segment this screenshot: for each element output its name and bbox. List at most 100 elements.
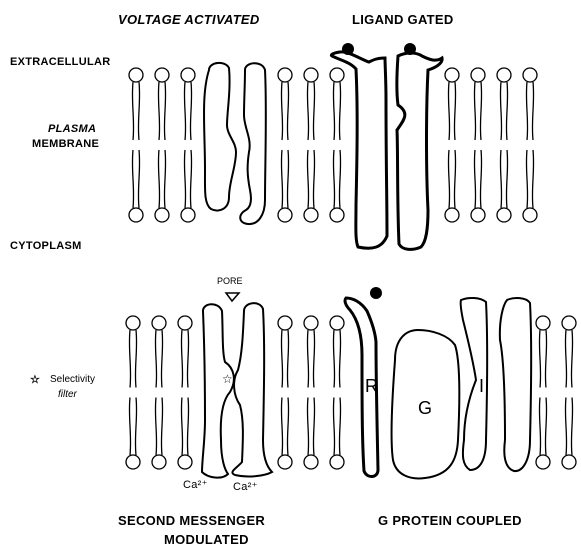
lipid-tail — [526, 82, 527, 140]
lipid-tail — [287, 150, 288, 208]
second-messenger-channel-subunit-right — [232, 303, 272, 476]
lipid-tail — [190, 150, 191, 208]
lipid-tail — [474, 150, 475, 208]
lipid-tail — [333, 330, 334, 388]
lipid-head — [278, 455, 292, 469]
lipid-tail — [339, 82, 340, 140]
lipid-tail — [138, 82, 139, 140]
lipid-tail — [500, 82, 501, 140]
lipid-head — [523, 208, 537, 222]
lipid-tail — [287, 330, 288, 388]
lipid-tail — [506, 150, 507, 208]
lipid-tail — [333, 398, 334, 456]
lipid-tail — [181, 398, 182, 456]
lipid-tail — [571, 330, 572, 388]
effector-protein-right — [500, 298, 531, 471]
lipid-tail — [333, 82, 334, 140]
lipid-tail — [281, 398, 282, 456]
title-second-messenger: SECOND MESSENGER — [118, 513, 265, 528]
lipid-tail — [307, 82, 308, 140]
lipid-head — [304, 68, 318, 82]
lipid-tail — [339, 150, 340, 208]
lipid-tail — [187, 398, 188, 456]
lipid-head — [562, 316, 576, 330]
label-calcium-left: Ca²⁺ — [183, 478, 208, 491]
second-messenger-channel-subunit-left — [202, 304, 234, 477]
lipid-tail — [181, 330, 182, 388]
lipid-tail — [287, 398, 288, 456]
lipid-head — [445, 68, 459, 82]
title-ligand-gated: LIGAND GATED — [352, 12, 454, 27]
lipid-head — [497, 68, 511, 82]
lipid-head — [181, 68, 195, 82]
lipid-head — [330, 208, 344, 222]
pore-marker-icon — [226, 293, 239, 301]
lipid-head — [330, 68, 344, 82]
lipid-tail — [448, 150, 449, 208]
effector-letter: I — [479, 376, 484, 397]
lipid-tail — [158, 82, 159, 140]
lipid-tail — [313, 330, 314, 388]
lipid-tail — [474, 82, 475, 140]
title-modulated: MODULATED — [164, 532, 249, 547]
label-pore: PORE — [217, 276, 243, 286]
lipid-head — [471, 68, 485, 82]
ligand-channel-subunit-right — [397, 53, 442, 249]
lipid-tail — [184, 150, 185, 208]
title-g-protein-coupled: G PROTEIN COUPLED — [378, 513, 522, 528]
lipid-tail — [287, 82, 288, 140]
lipid-tail — [454, 82, 455, 140]
second-messenger-channel — [202, 293, 272, 478]
lipid-tail — [155, 330, 156, 388]
lipid-head — [155, 208, 169, 222]
lipid-tail — [480, 82, 481, 140]
lipid-tail — [500, 150, 501, 208]
lipid-tail — [132, 150, 133, 208]
lipid-tail — [281, 82, 282, 140]
lipid-tail — [339, 398, 340, 456]
lipid-tail — [339, 330, 340, 388]
lipid-head — [181, 208, 195, 222]
lipid-tail — [454, 150, 455, 208]
lipid-head — [304, 208, 318, 222]
lipid-head — [129, 208, 143, 222]
lipid-tail — [164, 150, 165, 208]
star-icon: ☆ — [30, 373, 40, 386]
lipid-tail — [532, 82, 533, 140]
lipid-tail — [184, 82, 185, 140]
voltage-channel — [204, 63, 266, 224]
lipid-tail — [138, 150, 139, 208]
label-selectivity: Selectivity — [50, 374, 95, 385]
lipid-head — [178, 455, 192, 469]
lipid-tail — [161, 330, 162, 388]
g-protein-letter: G — [418, 398, 432, 419]
lipid-head — [278, 208, 292, 222]
lipid-tail — [313, 398, 314, 456]
lipid-tail — [164, 82, 165, 140]
lipid-head — [178, 316, 192, 330]
voltage-channel-subunit-left — [204, 63, 236, 211]
lipid-head — [330, 316, 344, 330]
lipid-head — [497, 208, 511, 222]
lipid-head — [152, 455, 166, 469]
lipid-tail — [448, 82, 449, 140]
lipid-tail — [281, 150, 282, 208]
lipid-tail — [158, 150, 159, 208]
lipid-bilayer-top — [129, 68, 537, 222]
label-extracellular: EXTRACELLULAR — [10, 56, 110, 68]
lipid-tail — [281, 330, 282, 388]
label-plasma: PLASMA — [48, 123, 96, 135]
lipid-tail — [526, 150, 527, 208]
lipid-head — [278, 68, 292, 82]
lipid-tail — [129, 398, 130, 456]
lipid-head — [278, 316, 292, 330]
lipid-tail — [190, 82, 191, 140]
label-filter: filter — [58, 389, 77, 400]
lipid-head — [523, 68, 537, 82]
label-cytoplasm: CYTOPLASM — [10, 240, 82, 252]
lipid-tail — [545, 330, 546, 388]
lipid-tail — [187, 330, 188, 388]
lipid-head — [562, 455, 576, 469]
lipid-tail — [135, 330, 136, 388]
